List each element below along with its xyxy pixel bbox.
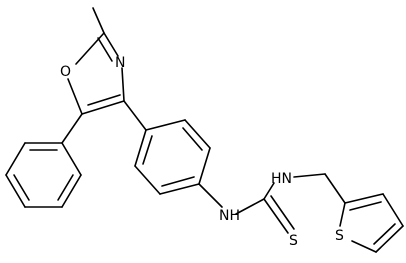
bond-nh-c xyxy=(235,198,265,215)
atom-thione-s: S xyxy=(289,233,298,249)
atom-thiophene-s: S xyxy=(335,228,344,244)
bond-phenyl-6 xyxy=(61,142,82,176)
bond-c-hn xyxy=(263,182,275,200)
bond-c5-phenyl xyxy=(61,113,83,144)
bond-thiophene-s-c2 xyxy=(339,202,346,227)
bond-phenylene-4 xyxy=(159,183,200,195)
atom-oxazole-n: N xyxy=(115,55,125,71)
bond-c4-phenylene xyxy=(123,100,147,131)
bond-thiophene-c2-c3 xyxy=(344,193,384,204)
atom-thiourea-nh-left: NH xyxy=(219,208,240,224)
bond-oxazole-c2-n3-double xyxy=(97,37,113,62)
bond-thiophene-c5-s xyxy=(351,240,377,253)
bond-phenyl-5-inner xyxy=(57,174,74,201)
bond-thiophene-c3-c4 xyxy=(382,193,404,227)
bond-phenylene-4-inner xyxy=(161,176,195,187)
bond-oxazole-c4-c5 xyxy=(81,100,125,115)
bond-phenylene-6 xyxy=(134,129,147,167)
bond-phenylene-1 xyxy=(145,119,186,131)
bond-phenylene-5 xyxy=(134,165,161,195)
bond-hn-ch2 xyxy=(293,173,326,178)
bond-methyl xyxy=(92,7,105,34)
bond-oxazole-c5-o1 xyxy=(67,78,83,115)
bond-oxazole-o1-c2 xyxy=(75,32,105,65)
bond-phenyl-2 xyxy=(5,142,26,176)
bond-phenylene-nh xyxy=(198,183,223,208)
bond-phenylene-3 xyxy=(198,147,211,185)
bond-ch2-thiophene xyxy=(324,173,346,204)
bond-phenyl-3 xyxy=(5,174,26,208)
bond-oxazole-c2-n3 xyxy=(103,32,119,57)
bond-thiophene-c4-c5-inner xyxy=(373,223,396,245)
bond-c-s-double-a xyxy=(263,198,289,234)
bond-c-s-double-b xyxy=(270,195,295,230)
bond-phenylene-2 xyxy=(184,119,211,149)
atom-oxazole-o: O xyxy=(60,64,71,80)
bond-oxazole-n3-c4 xyxy=(121,67,125,102)
bond-phenylene-2-inner xyxy=(182,127,203,151)
bond-phenyl-5 xyxy=(61,174,82,208)
bond-oxazole-c4-c5-double xyxy=(87,94,121,106)
bond-phenyl-3-inner xyxy=(13,174,30,201)
bond-phenylene-6-inner xyxy=(142,135,153,165)
bond-thiophene-c2-c3-inner xyxy=(349,201,382,211)
atom-thiourea-nh-right: HN xyxy=(271,171,292,187)
bond-thiophene-c4-c5 xyxy=(375,225,404,253)
